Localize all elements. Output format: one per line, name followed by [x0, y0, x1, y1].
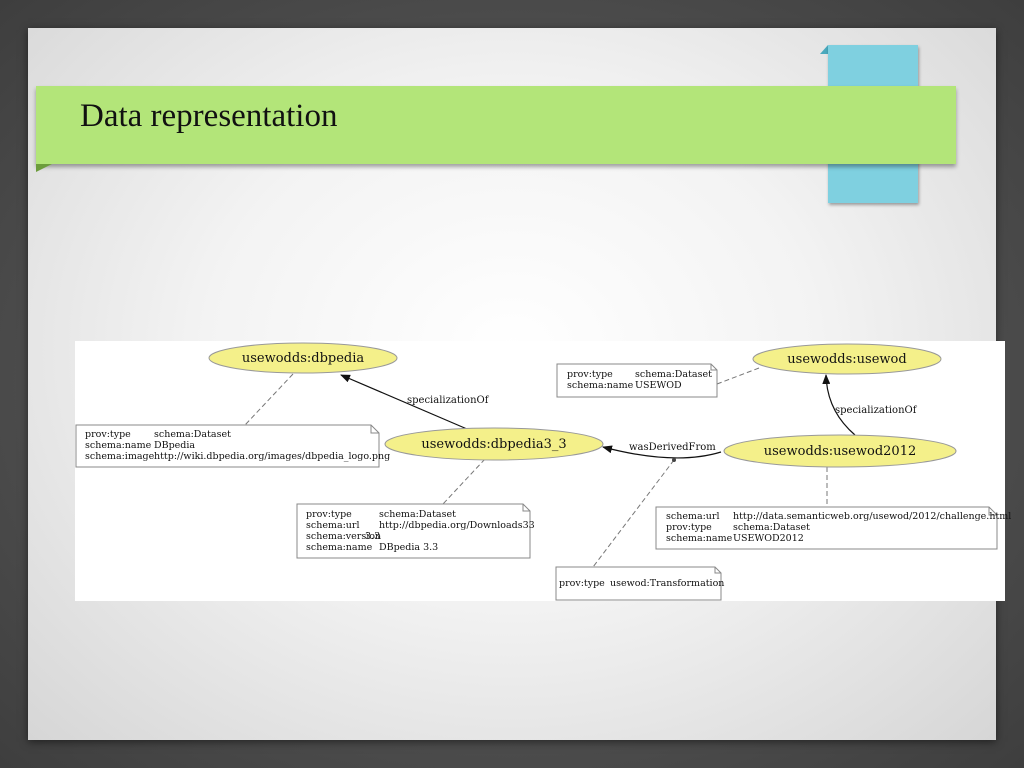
note-value: schema:Dataset: [733, 522, 810, 533]
note-usewod2012: schema:url http://data.semanticweb.org/u…: [655, 506, 1011, 550]
title-bar: [36, 86, 956, 164]
slide-title: Data representation: [80, 98, 338, 134]
note-value: schema:Dataset: [379, 509, 456, 520]
node-label: usewodds:dbpedia3_3: [421, 437, 566, 452]
note-key: prov:type: [559, 578, 605, 589]
note-key: schema:name: [306, 542, 373, 553]
note-value: DBpedia 3.3: [379, 542, 438, 553]
accent-tab-fold: [820, 45, 828, 54]
note-value: USEWOD: [635, 380, 682, 391]
note-value: schema:Dataset: [635, 369, 712, 380]
note-key: prov:type: [567, 369, 613, 380]
slide: Data representation specializationOf spe…: [28, 28, 1011, 740]
note-key: schema:name: [567, 380, 634, 391]
node-usewod[interactable]: usewodds:usewod: [752, 343, 942, 375]
note-value: http://dbpedia.org/Downloads33: [379, 520, 535, 531]
derivation-point: [672, 458, 676, 462]
node-label: usewodds:dbpedia: [242, 351, 365, 366]
note-key: schema:image: [85, 451, 155, 462]
node-label: usewodds:usewod: [787, 352, 906, 367]
note-value: usewod:Transformation: [610, 578, 724, 589]
diagram-canvas: specializationOf specializationOf wasDer…: [75, 342, 1011, 601]
note-value: USEWOD2012: [733, 533, 804, 544]
note-key: prov:type: [306, 509, 352, 520]
edge-label-specialization-2: specializationOf: [835, 405, 918, 416]
note-value: DBpedia: [154, 440, 195, 451]
connector-transformation-note: [592, 459, 675, 568]
edge-specialization-usewod: [822, 374, 856, 436]
connector-dbpedia33-note: [442, 458, 486, 505]
note-key: schema:url: [666, 511, 720, 522]
node-usewod2012[interactable]: usewodds:usewod2012: [723, 434, 957, 468]
note-value: schema:Dataset: [154, 429, 231, 440]
note-key: schema:version: [306, 531, 381, 542]
note-usewod: prov:type schema:Dataset schema:name USE…: [556, 363, 718, 398]
node-dbpedia[interactable]: usewodds:dbpedia: [208, 342, 398, 374]
note-key: prov:type: [666, 522, 712, 533]
note-transformation: prov:type usewod:Transformation: [555, 566, 724, 601]
node-dbpedia3-3[interactable]: usewodds:dbpedia3_3: [384, 427, 604, 461]
note-dbpedia3-3: prov:type schema:Dataset schema:url http…: [296, 503, 535, 559]
connector-usewod-note: [716, 367, 760, 385]
note-value: http://wiki.dbpedia.org/images/dbpedia_l…: [154, 451, 390, 462]
edge-derived-from: [602, 445, 722, 459]
connector-dbpedia-note: [244, 373, 294, 426]
note-key: prov:type: [85, 429, 131, 440]
note-dbpedia: prov:type schema:Dataset schema:name DBp…: [75, 424, 390, 468]
provenance-diagram: specializationOf specializationOf wasDer…: [75, 341, 1011, 601]
edge-label-derived-from: wasDerivedFrom: [629, 442, 716, 453]
note-key: schema:url: [306, 520, 360, 531]
note-key: schema:name: [666, 533, 733, 544]
note-key: schema:name: [85, 440, 152, 451]
edge-label-specialization-1: specializationOf: [407, 395, 490, 406]
note-value: http://data.semanticweb.org/usewod/2012/…: [733, 511, 1011, 522]
node-label: usewodds:usewod2012: [764, 444, 916, 459]
title-bar-fold: [36, 164, 52, 172]
note-value: 3.3: [365, 531, 380, 542]
edge-specialization-dbpedia: [340, 374, 468, 430]
